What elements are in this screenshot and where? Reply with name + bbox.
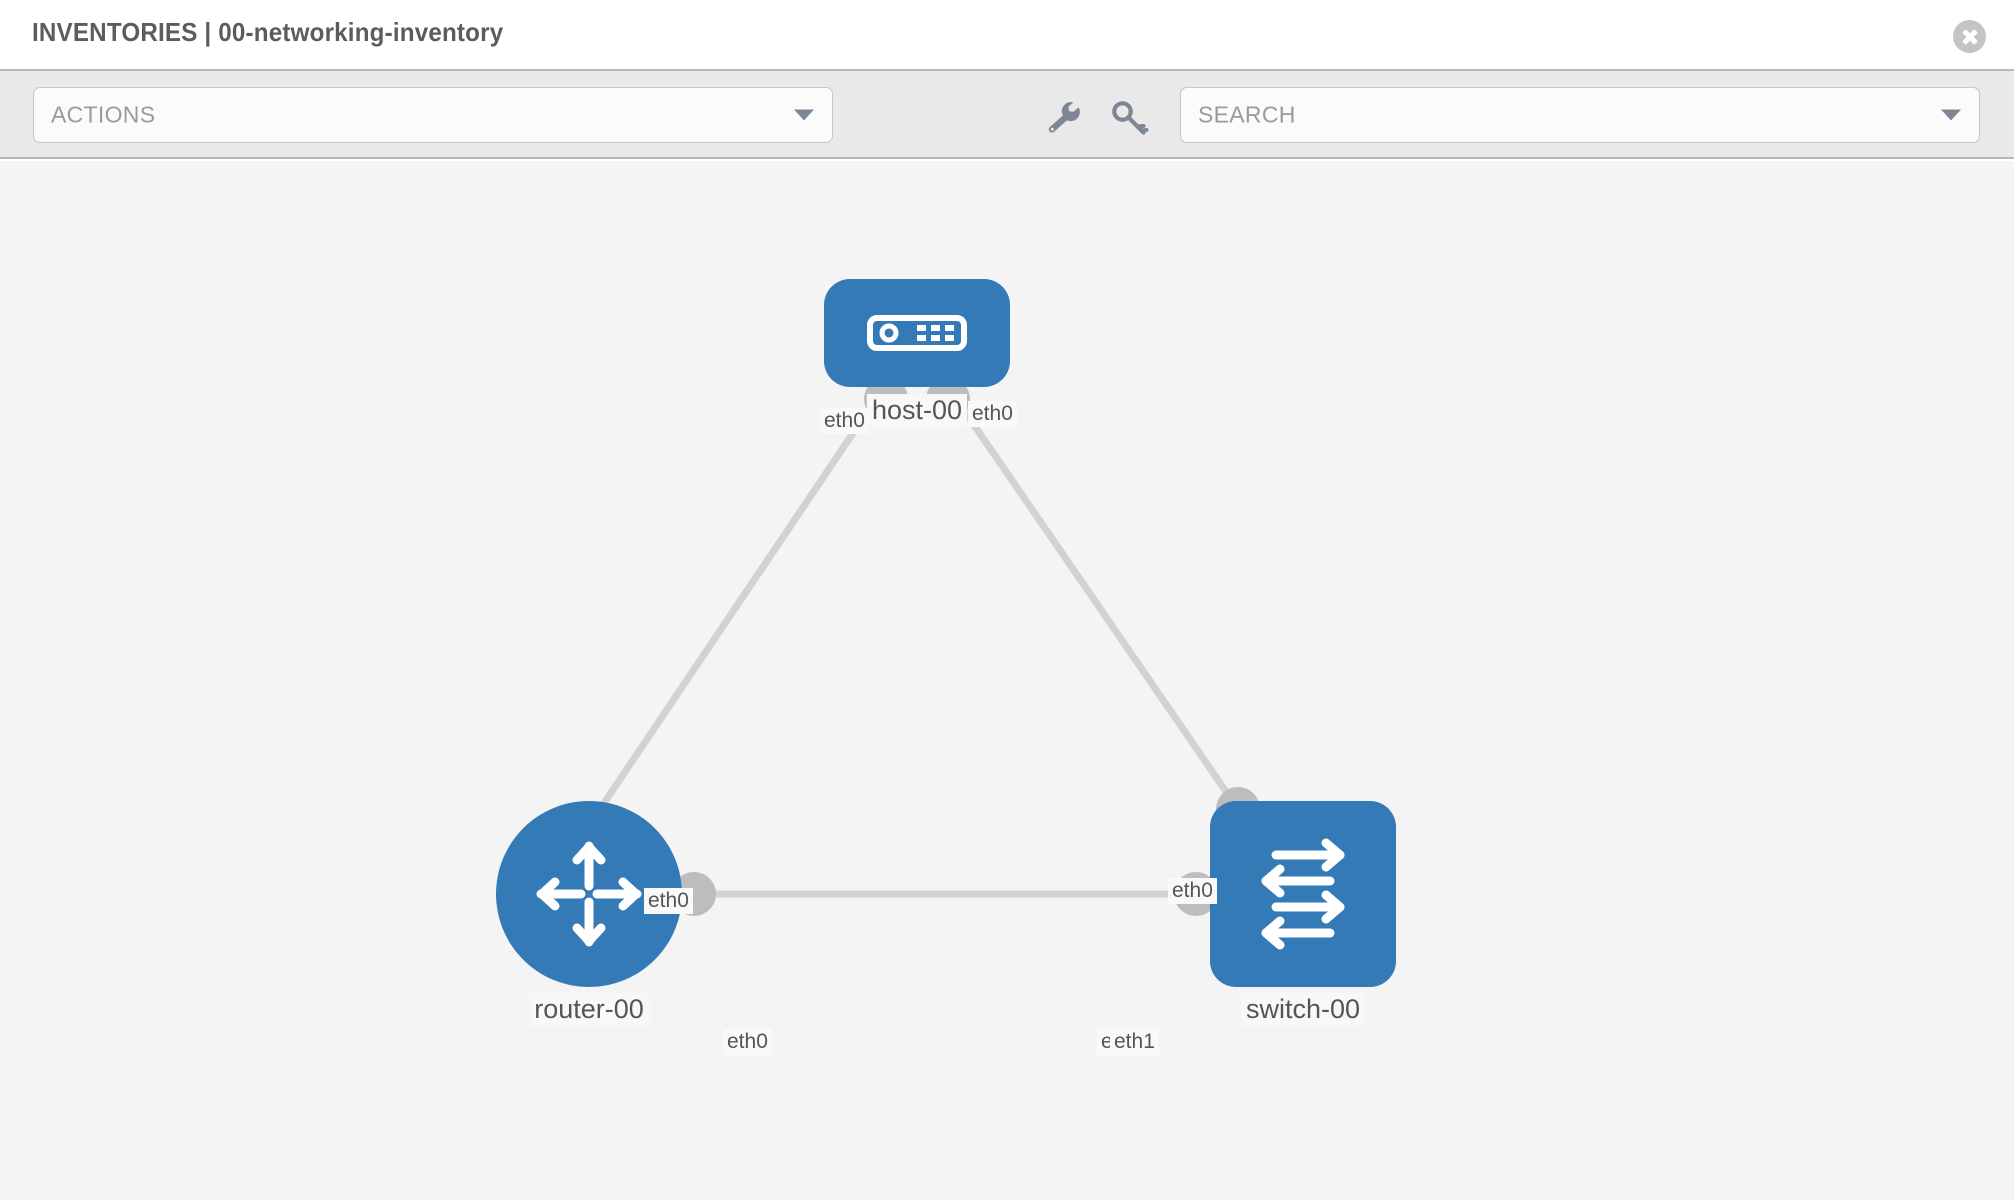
key-icon[interactable] [1110, 99, 1150, 135]
search-placeholder: SEARCH [1198, 101, 1296, 128]
wrench-icon[interactable] [1042, 99, 1082, 135]
node-router-00-label: router-00 [529, 993, 649, 1026]
node-switch-00-shape[interactable] [1210, 801, 1396, 987]
node-host-00-label: host-00 [866, 394, 968, 427]
edge-label-host-right: eth0 [968, 401, 1017, 427]
edge-label-router-up: eth0 [644, 888, 693, 914]
page-title: INVENTORIES | 00-networking-inventory [32, 17, 504, 47]
node-host-00[interactable]: host-00 [824, 279, 1010, 427]
actions-dropdown-label: ACTIONS [51, 101, 156, 128]
node-switch-00-label: switch-00 [1240, 993, 1366, 1026]
topology-canvas[interactable]: host-00 router-00 [0, 161, 2014, 1200]
edge-label-router-right: eth0 [723, 1029, 772, 1055]
node-host-00-shape[interactable] [824, 279, 1010, 387]
close-icon[interactable] [1953, 20, 1986, 53]
server-icon [867, 315, 967, 351]
router-icon [536, 841, 642, 947]
search-input[interactable]: SEARCH [1180, 87, 1980, 143]
toolbar: ACTIONS SEARCH [0, 69, 2014, 159]
edge-label-switch-left: eth1 [1110, 1029, 1159, 1055]
chevron-down-icon [794, 109, 814, 121]
page-header: INVENTORIES | 00-networking-inventory [0, 0, 2014, 69]
switch-icon [1261, 838, 1345, 950]
edge-label-switch-up: eth0 [1168, 878, 1217, 904]
actions-dropdown[interactable]: ACTIONS [33, 87, 833, 143]
edge-label-host-left: eth0 [820, 408, 869, 434]
node-switch-00[interactable]: switch-00 [1210, 801, 1396, 1026]
chevron-down-icon [1941, 109, 1961, 121]
